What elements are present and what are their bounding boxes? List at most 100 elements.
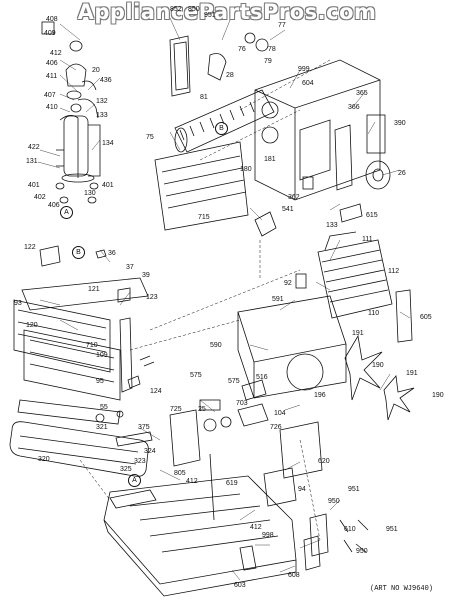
callout-a-left: A	[60, 206, 73, 219]
label-575-left: 575	[190, 372, 202, 379]
label-190-upper: 190	[372, 362, 384, 369]
label-408: 408	[46, 16, 58, 23]
fan-motor-housing	[207, 32, 391, 237]
label-110: 110	[368, 310, 380, 317]
label-575-right: 575	[228, 378, 240, 385]
label-951: 951	[204, 12, 216, 19]
leader-lines	[37, 17, 411, 581]
callout-b-top: B	[215, 122, 228, 135]
label-36: 36	[108, 250, 116, 257]
label-365: 365	[356, 90, 368, 97]
label-412-base: 412	[186, 478, 198, 485]
label-321: 321	[96, 424, 108, 431]
callout-a-base: A	[128, 474, 141, 487]
label-375: 375	[138, 424, 150, 431]
condenser-coil	[295, 231, 413, 343]
label-615: 615	[366, 212, 378, 219]
label-120: 120	[26, 322, 38, 329]
label-411: 411	[46, 73, 58, 80]
label-320: 320	[38, 456, 50, 463]
label-608: 608	[288, 572, 300, 579]
label-951-lower: 951	[386, 526, 398, 533]
label-412-lower: 412	[250, 524, 262, 531]
label-715: 715	[198, 214, 210, 221]
label-402: 402	[34, 194, 46, 201]
label-703: 703	[236, 400, 248, 407]
label-180: 180	[240, 166, 252, 173]
label-406-lower: 406	[48, 202, 60, 209]
label-132: 132	[96, 98, 108, 105]
label-516: 516	[256, 374, 268, 381]
label-401-left: 401	[28, 182, 40, 189]
callout-b-left: B	[72, 246, 85, 259]
label-603: 603	[234, 582, 246, 589]
label-541: 541	[282, 206, 294, 213]
label-610: 610	[344, 526, 356, 533]
label-76: 76	[238, 46, 246, 53]
watermark-main: AppliancePartsPros	[77, 0, 318, 24]
base-pan-fan	[103, 295, 415, 597]
label-324: 324	[144, 448, 156, 455]
label-409: 409	[44, 30, 56, 37]
label-94: 94	[298, 486, 306, 493]
watermark-suffix: .com	[317, 0, 377, 24]
label-950-lower: 950	[356, 548, 368, 555]
label-133-coil: 133	[326, 222, 338, 229]
label-726: 726	[270, 424, 282, 431]
label-590: 590	[210, 342, 222, 349]
label-191-lower: 191	[406, 370, 418, 377]
label-951-mid: 951	[348, 486, 360, 493]
label-81: 81	[200, 94, 208, 101]
watermark: AppliancePartsPros.com	[0, 0, 454, 24]
label-410: 410	[46, 104, 58, 111]
label-422: 422	[28, 144, 40, 151]
label-604: 604	[302, 80, 314, 87]
label-998: 998	[262, 532, 274, 539]
label-111: 111	[362, 236, 373, 243]
label-325: 325	[120, 466, 132, 473]
label-412: 412	[50, 50, 62, 57]
label-999: 999	[298, 66, 310, 73]
label-25: 25	[198, 406, 206, 413]
label-620: 620	[318, 458, 330, 465]
label-852: 852	[170, 6, 182, 13]
label-710: 710	[86, 342, 98, 349]
art-number: (ART NO WJ9640)	[370, 585, 434, 593]
label-92: 92	[284, 280, 292, 287]
label-407: 407	[44, 92, 56, 99]
label-725: 725	[170, 406, 182, 413]
label-619: 619	[226, 480, 238, 487]
label-362: 362	[288, 194, 300, 201]
label-79: 79	[264, 58, 272, 65]
label-130: 130	[84, 190, 96, 197]
label-121: 121	[88, 286, 100, 293]
label-950-upper: 950	[328, 498, 340, 505]
label-196: 196	[314, 392, 326, 399]
label-109: 109	[96, 352, 108, 359]
label-134: 134	[102, 140, 114, 147]
label-112: 112	[388, 268, 400, 275]
label-390: 390	[394, 120, 406, 127]
label-366: 366	[348, 104, 360, 111]
label-323: 323	[134, 458, 146, 465]
label-181: 181	[264, 156, 276, 163]
label-191-upper: 191	[352, 330, 364, 337]
blower-wheel	[154, 35, 275, 231]
label-190-lower: 190	[432, 392, 444, 399]
label-850: 850	[188, 6, 200, 13]
label-28: 28	[226, 72, 234, 79]
compressor-assembly	[41, 21, 101, 204]
label-37: 37	[126, 264, 134, 271]
label-133: 133	[96, 112, 108, 119]
label-78: 78	[268, 46, 276, 53]
label-39: 39	[142, 272, 150, 279]
label-20: 20	[92, 67, 100, 74]
label-95: 95	[96, 378, 104, 385]
label-131: 131	[26, 158, 38, 165]
label-805: 805	[174, 470, 186, 477]
label-77: 77	[278, 22, 286, 29]
small-parts	[95, 355, 157, 509]
label-75: 75	[146, 134, 154, 141]
